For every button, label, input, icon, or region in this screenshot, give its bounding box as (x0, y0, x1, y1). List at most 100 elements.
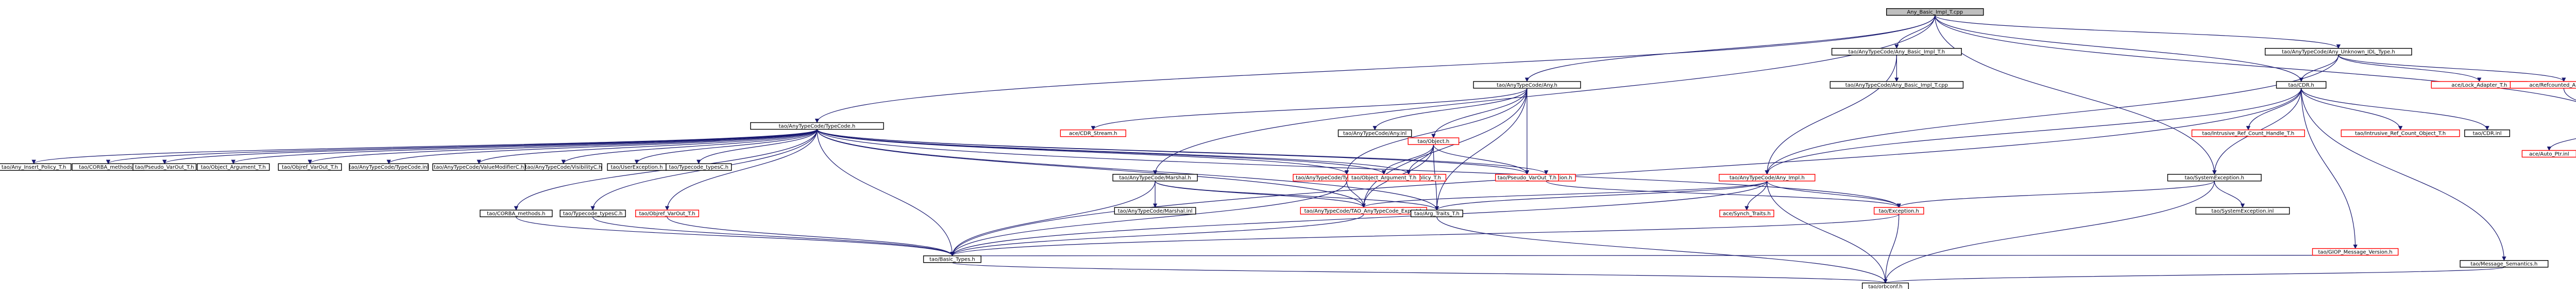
node-label: tao/CORBA_methods.h (487, 211, 545, 217)
graph-node-corba-methods2[interactable]: tao/CORBA_methods.h (480, 210, 553, 217)
graph-node-abi-h[interactable]: tao/AnyTypeCode/Any_Basic_Impl_T.h (1831, 47, 1962, 56)
dependency-edge (952, 253, 2355, 258)
graph-node-typecode-typesc[interactable]: tao/Typecode_typesC.h (666, 163, 732, 171)
graph-node-object-argument[interactable]: tao/Object_Argument_T.h (197, 163, 270, 171)
dependency-edge (2563, 88, 2576, 101)
node-label: tao/Typecode_typesC.h (669, 165, 728, 170)
node-box (2167, 174, 2262, 182)
graph-node-exception-h: tao/Exception.h (1873, 207, 1924, 215)
dependency-edge (817, 129, 1386, 175)
node-label: tao/Objref_VarOut_T.h (639, 211, 695, 217)
node-label: tao/AnyTypeCode/TypeCode.inl (349, 165, 429, 170)
dependency-edge (950, 88, 2302, 256)
dependency-edge (1344, 88, 1528, 175)
node-box (524, 163, 602, 171)
graph-node-basic-types[interactable]: tao/Basic_Types.h (923, 255, 981, 263)
graph-node-intrusive-ref-object: tao/Intrusive_Ref_Count_Object_T.h (2341, 129, 2460, 137)
graph-node-cdr-h[interactable]: tao/CDR.h (2276, 81, 2327, 89)
node-label: tao/AnyTypeCode/Any.h (1497, 83, 1557, 88)
node-label: ace/Refcounted_Auto_Ptr.h (2529, 83, 2576, 88)
graph-node-cdr-inl[interactable]: tao/CDR.inl (2464, 129, 2511, 137)
node-label: tao/AnyTypeCode/VisibilityC.h (525, 165, 602, 170)
node-label: tao/Objref_VarOut_T.h (282, 165, 338, 170)
graph-node-any-inl[interactable]: tao/AnyTypeCode/Any.inl (1337, 129, 1412, 137)
node-box (2276, 81, 2327, 89)
dependency-edge (2338, 55, 2566, 82)
graph-edges (31, 15, 2576, 284)
graph-node-system-exception-inl[interactable]: tao/SystemException.inl (2195, 207, 2290, 215)
node-label: tao/GIOP_Message_Version.h (2318, 250, 2393, 255)
graph-node-any-insert-policy[interactable]: tao/Any_Insert_Policy_T.h (0, 163, 72, 171)
dependency-edge (2338, 55, 2482, 82)
node-box (1831, 47, 1962, 56)
dependency-edge (952, 262, 1888, 284)
node-box (132, 163, 197, 171)
graph-node-uit-h[interactable]: tao/AnyTypeCode/Any_Unknown_IDL_Type.h (2264, 47, 2412, 56)
dependency-edge (817, 129, 955, 256)
dependency-edge (950, 214, 1900, 256)
dependency-edge (1361, 181, 1768, 208)
graph-node-root[interactable]: Any_Basic_Impl_T.cpp (1886, 8, 1984, 16)
graph-node-marshal-h[interactable]: tao/AnyTypeCode/Marshal.h (1112, 174, 1198, 182)
dependency-edge (665, 129, 818, 211)
dependency-edge (516, 216, 955, 256)
graph-node-tao-anytypecode-export: tao/AnyTypeCode/TAO_AnyTypeCode_Export.h (1300, 207, 1427, 215)
dependency-edge (950, 181, 1347, 256)
node-box (278, 163, 342, 171)
node-label: tao/Object.h (1418, 139, 1450, 145)
node-box (197, 163, 270, 171)
graph-node-typecode-h[interactable]: tao/AnyTypeCode/TypeCode.h (750, 122, 884, 130)
node-box (923, 255, 981, 263)
graph-node-user-exception[interactable]: tao/UserException.h (607, 163, 667, 171)
dependency-edge (1361, 88, 1528, 208)
dependency-edge (1935, 15, 2576, 102)
graph-node-orbconf[interactable]: tao/orbconf.h (1861, 282, 1909, 289)
graph-node-objref-varout[interactable]: tao/Objref_VarOut_T.h (278, 163, 342, 171)
node-box (560, 210, 626, 217)
graph-node-visibility[interactable]: tao/AnyTypeCode/VisibilityC.h (524, 163, 602, 171)
graph-node-corba-methods-h[interactable]: tao/CORBA_methods.h (72, 163, 145, 171)
dependency-edge (31, 129, 818, 165)
graph-node-objref-varout-red: tao/Objref_VarOut_T.h (635, 210, 699, 217)
dependency-edge (1883, 267, 2504, 284)
graph-nodes: Any_Basic_Impl_T.cpp tao/AnyTypeCode/Any_… (0, 8, 2576, 289)
graph-node-abi-cpp[interactable]: tao/AnyTypeCode/Any_Basic_Impl_T.cpp (1829, 81, 1964, 89)
node-label: tao/Arg_Traits_T.h (1414, 211, 1460, 217)
node-label: ace/Synch_Traits.h (1723, 211, 1771, 217)
dependency-edge (1434, 88, 1528, 211)
graph-node-typecode-inl[interactable]: tao/AnyTypeCode/TypeCode.inl (349, 163, 429, 171)
node-box (1719, 174, 1816, 182)
graph-node-system-exception[interactable]: tao/SystemException.h (2167, 174, 2262, 182)
dependency-edge (2246, 88, 2302, 131)
graph-node-arg-traits[interactable]: tao/Arg_Traits_T.h (1410, 210, 1463, 217)
graph-node-any-h[interactable]: tao/AnyTypeCode/Any.h (1473, 81, 1581, 89)
graph-node-valuemodifier[interactable]: tao/AnyTypeCode/ValueModifierC.h (432, 163, 526, 171)
node-box (2464, 129, 2511, 137)
dependency-edge (1434, 181, 1768, 211)
node-box (750, 122, 884, 130)
dependency-edge (697, 129, 818, 165)
node-label: Any_Basic_Impl_T.cpp (1907, 10, 1963, 15)
node-box (1408, 137, 1460, 145)
dependency-edge (1091, 88, 1528, 131)
dependency-edge (1155, 181, 1439, 211)
graph-node-message-semantics[interactable]: tao/Message_Semantics.h (2460, 260, 2549, 268)
dependency-edge (1381, 145, 1434, 175)
node-label: tao/AnyTypeCode/TypeCode.h (779, 124, 856, 130)
graph-node-marshal-inl[interactable]: tao/AnyTypeCode/Marshal.inl (1114, 207, 1196, 215)
dependency-edge (1433, 144, 1530, 175)
node-box (2312, 248, 2399, 256)
dependency-edge (667, 216, 955, 256)
node-label: tao/Typecode_typesC.h (563, 211, 623, 217)
graph-node-typecode-typesc2[interactable]: tao/Typecode_typesC.h (560, 210, 626, 217)
node-label: tao/AnyTypeCode/TAO_AnyTypeCode_Export.h (1304, 208, 1423, 214)
dependency-edge (1765, 55, 2339, 175)
node-box (2460, 260, 2549, 268)
node-box (1112, 174, 1198, 182)
graph-node-pseudo-varout[interactable]: tao/Pseudo_VarOut_T.h (132, 163, 197, 171)
dependency-edge (1765, 88, 2302, 175)
dependency-edge (1406, 145, 1434, 175)
dependency-edge (1894, 15, 1936, 49)
dependency-edge (950, 181, 1768, 256)
